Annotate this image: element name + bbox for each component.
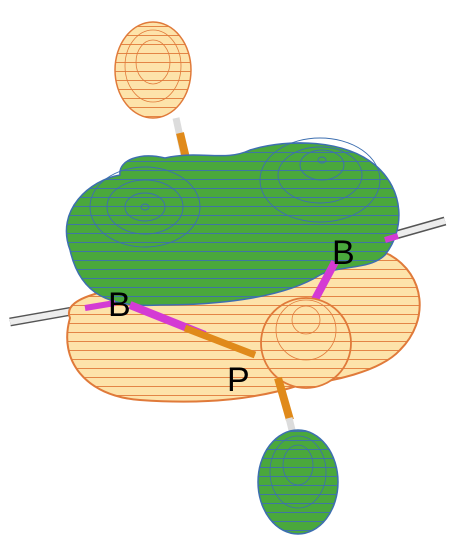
top-hydrogen-lobe xyxy=(115,22,191,118)
phosphorus-label: P xyxy=(227,361,250,399)
boron-label-right: B xyxy=(332,234,355,272)
phosphorus-lobe xyxy=(261,298,351,388)
bottom-hydrogen-lobe xyxy=(258,430,338,534)
boron-label-left: B xyxy=(108,286,131,324)
